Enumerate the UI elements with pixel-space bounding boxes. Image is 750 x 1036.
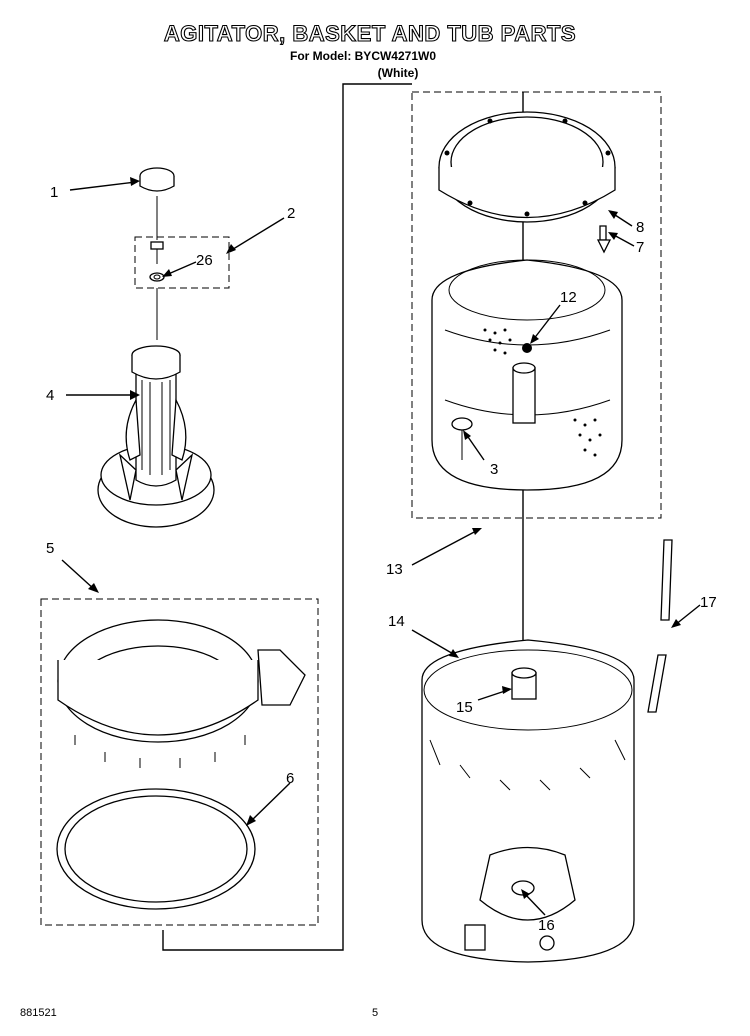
part-balance-ring — [438, 111, 616, 223]
callout-6: 6 — [286, 770, 294, 787]
group-box-2 — [134, 236, 230, 289]
part-basket — [431, 259, 623, 491]
callout-5: 5 — [46, 540, 54, 557]
callout-7: 7 — [636, 239, 644, 256]
part-hose — [647, 539, 673, 713]
callout-3: 3 — [490, 461, 498, 478]
part-tub-seal — [56, 788, 256, 910]
part-tub — [421, 639, 635, 963]
assembly-line — [162, 83, 412, 951]
callout-14: 14 — [388, 613, 405, 630]
part-screw-7 — [596, 225, 612, 254]
callout-12: 12 — [560, 289, 577, 306]
callout-8: 8 — [636, 219, 644, 236]
callout-17: 17 — [700, 594, 717, 611]
callout-1: 1 — [50, 184, 58, 201]
diagram-title: AGITATOR, BASKET AND TUB PARTS — [164, 21, 576, 46]
part-15 — [511, 667, 537, 700]
group-box-5 — [40, 598, 319, 926]
color-line: (White) — [378, 66, 419, 80]
callout-26: 26 — [196, 252, 213, 269]
basket-perforation-dots — [483, 328, 602, 457]
part-bolt-washer — [149, 241, 165, 282]
page-number: 5 — [372, 1007, 378, 1019]
callout-13: 13 — [386, 561, 403, 578]
part-agitator — [97, 345, 215, 528]
callout-15: 15 — [456, 699, 473, 716]
part-tub-ring — [57, 619, 306, 768]
model-line: For Model: BYCW4271W0 — [290, 49, 436, 63]
callout-4: 4 — [46, 387, 54, 404]
callout-16: 16 — [538, 917, 555, 934]
leader-arrows — [61, 177, 701, 916]
part-agitator-cap — [139, 167, 175, 240]
doc-number: 881521 — [20, 1007, 57, 1019]
group-box-basket — [411, 91, 662, 519]
callout-2: 2 — [287, 205, 295, 222]
